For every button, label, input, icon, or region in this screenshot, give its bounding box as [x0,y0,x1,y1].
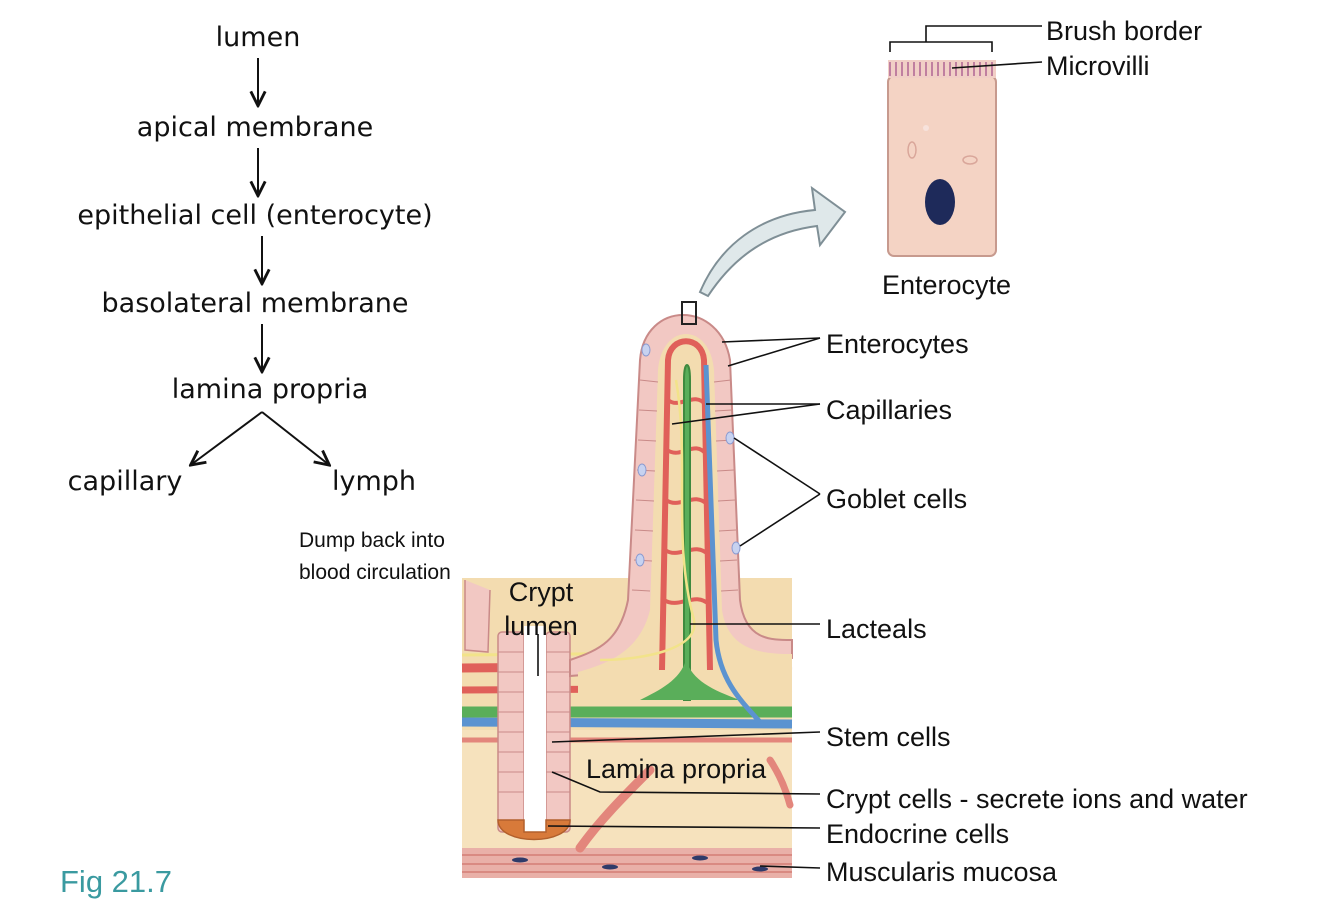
label-stem-cells: Stem cells [826,722,951,752]
crypt-label-line-1: Crypt [508,577,574,607]
note-dump-back: Dump back into blood circulation [299,525,451,589]
arrow-lamina-lymph [261,411,328,464]
note-line-1: Dump back into [299,529,445,552]
muscularis-layer [462,848,792,878]
flow-lamina-propria: lamina propria [171,374,369,405]
fig-label: Fig 21.7 [60,864,173,899]
enterocyte-cell [887,60,997,257]
label-lacteals: Lacteals [826,614,927,644]
flow-capillary: capillary [67,466,183,497]
label-capillaries: Capillaries [826,395,953,425]
leader-lines [537,25,1043,869]
arrow-lamina-capillary [192,411,263,464]
flow-basolateral-membrane: basolateral membrane [101,288,409,319]
label-goblet-cells: Goblet cells [826,484,968,514]
flow-lumen: lumen [215,22,301,53]
note-line-2: blood circulation [299,561,451,584]
flow-arrows [192,58,328,464]
label-muscularis-mucosa: Muscularis mucosa [826,857,1058,887]
crypt-lumen-label: Crypt lumen [498,575,584,643]
label-microvilli: Microvilli [1046,51,1150,81]
label-enterocytes: Enterocytes [826,329,969,359]
nucleus [925,179,955,225]
zoom-arrow [698,185,847,298]
label-endocrine-cells: Endocrine cells [826,819,1010,849]
enterocyte-caption: Enterocyte [882,270,1012,300]
lacteal [683,364,691,701]
tissue-section [461,301,794,878]
enterocyte-highlight-box [681,301,697,325]
label-crypt-cells: Crypt cells - secrete ions and water [826,784,1248,814]
flow-lymph: lymph [331,466,417,497]
flow-epithelial-cell: epithelial cell (enterocyte) [77,200,433,231]
flow-apical-membrane: apical membrane [136,112,374,143]
lamina-propria-label: Lamina propria [586,754,767,784]
crypt-label-line-2: lumen [504,611,578,641]
capillary-loop [659,338,713,671]
label-brush-border: Brush border [1046,16,1203,46]
